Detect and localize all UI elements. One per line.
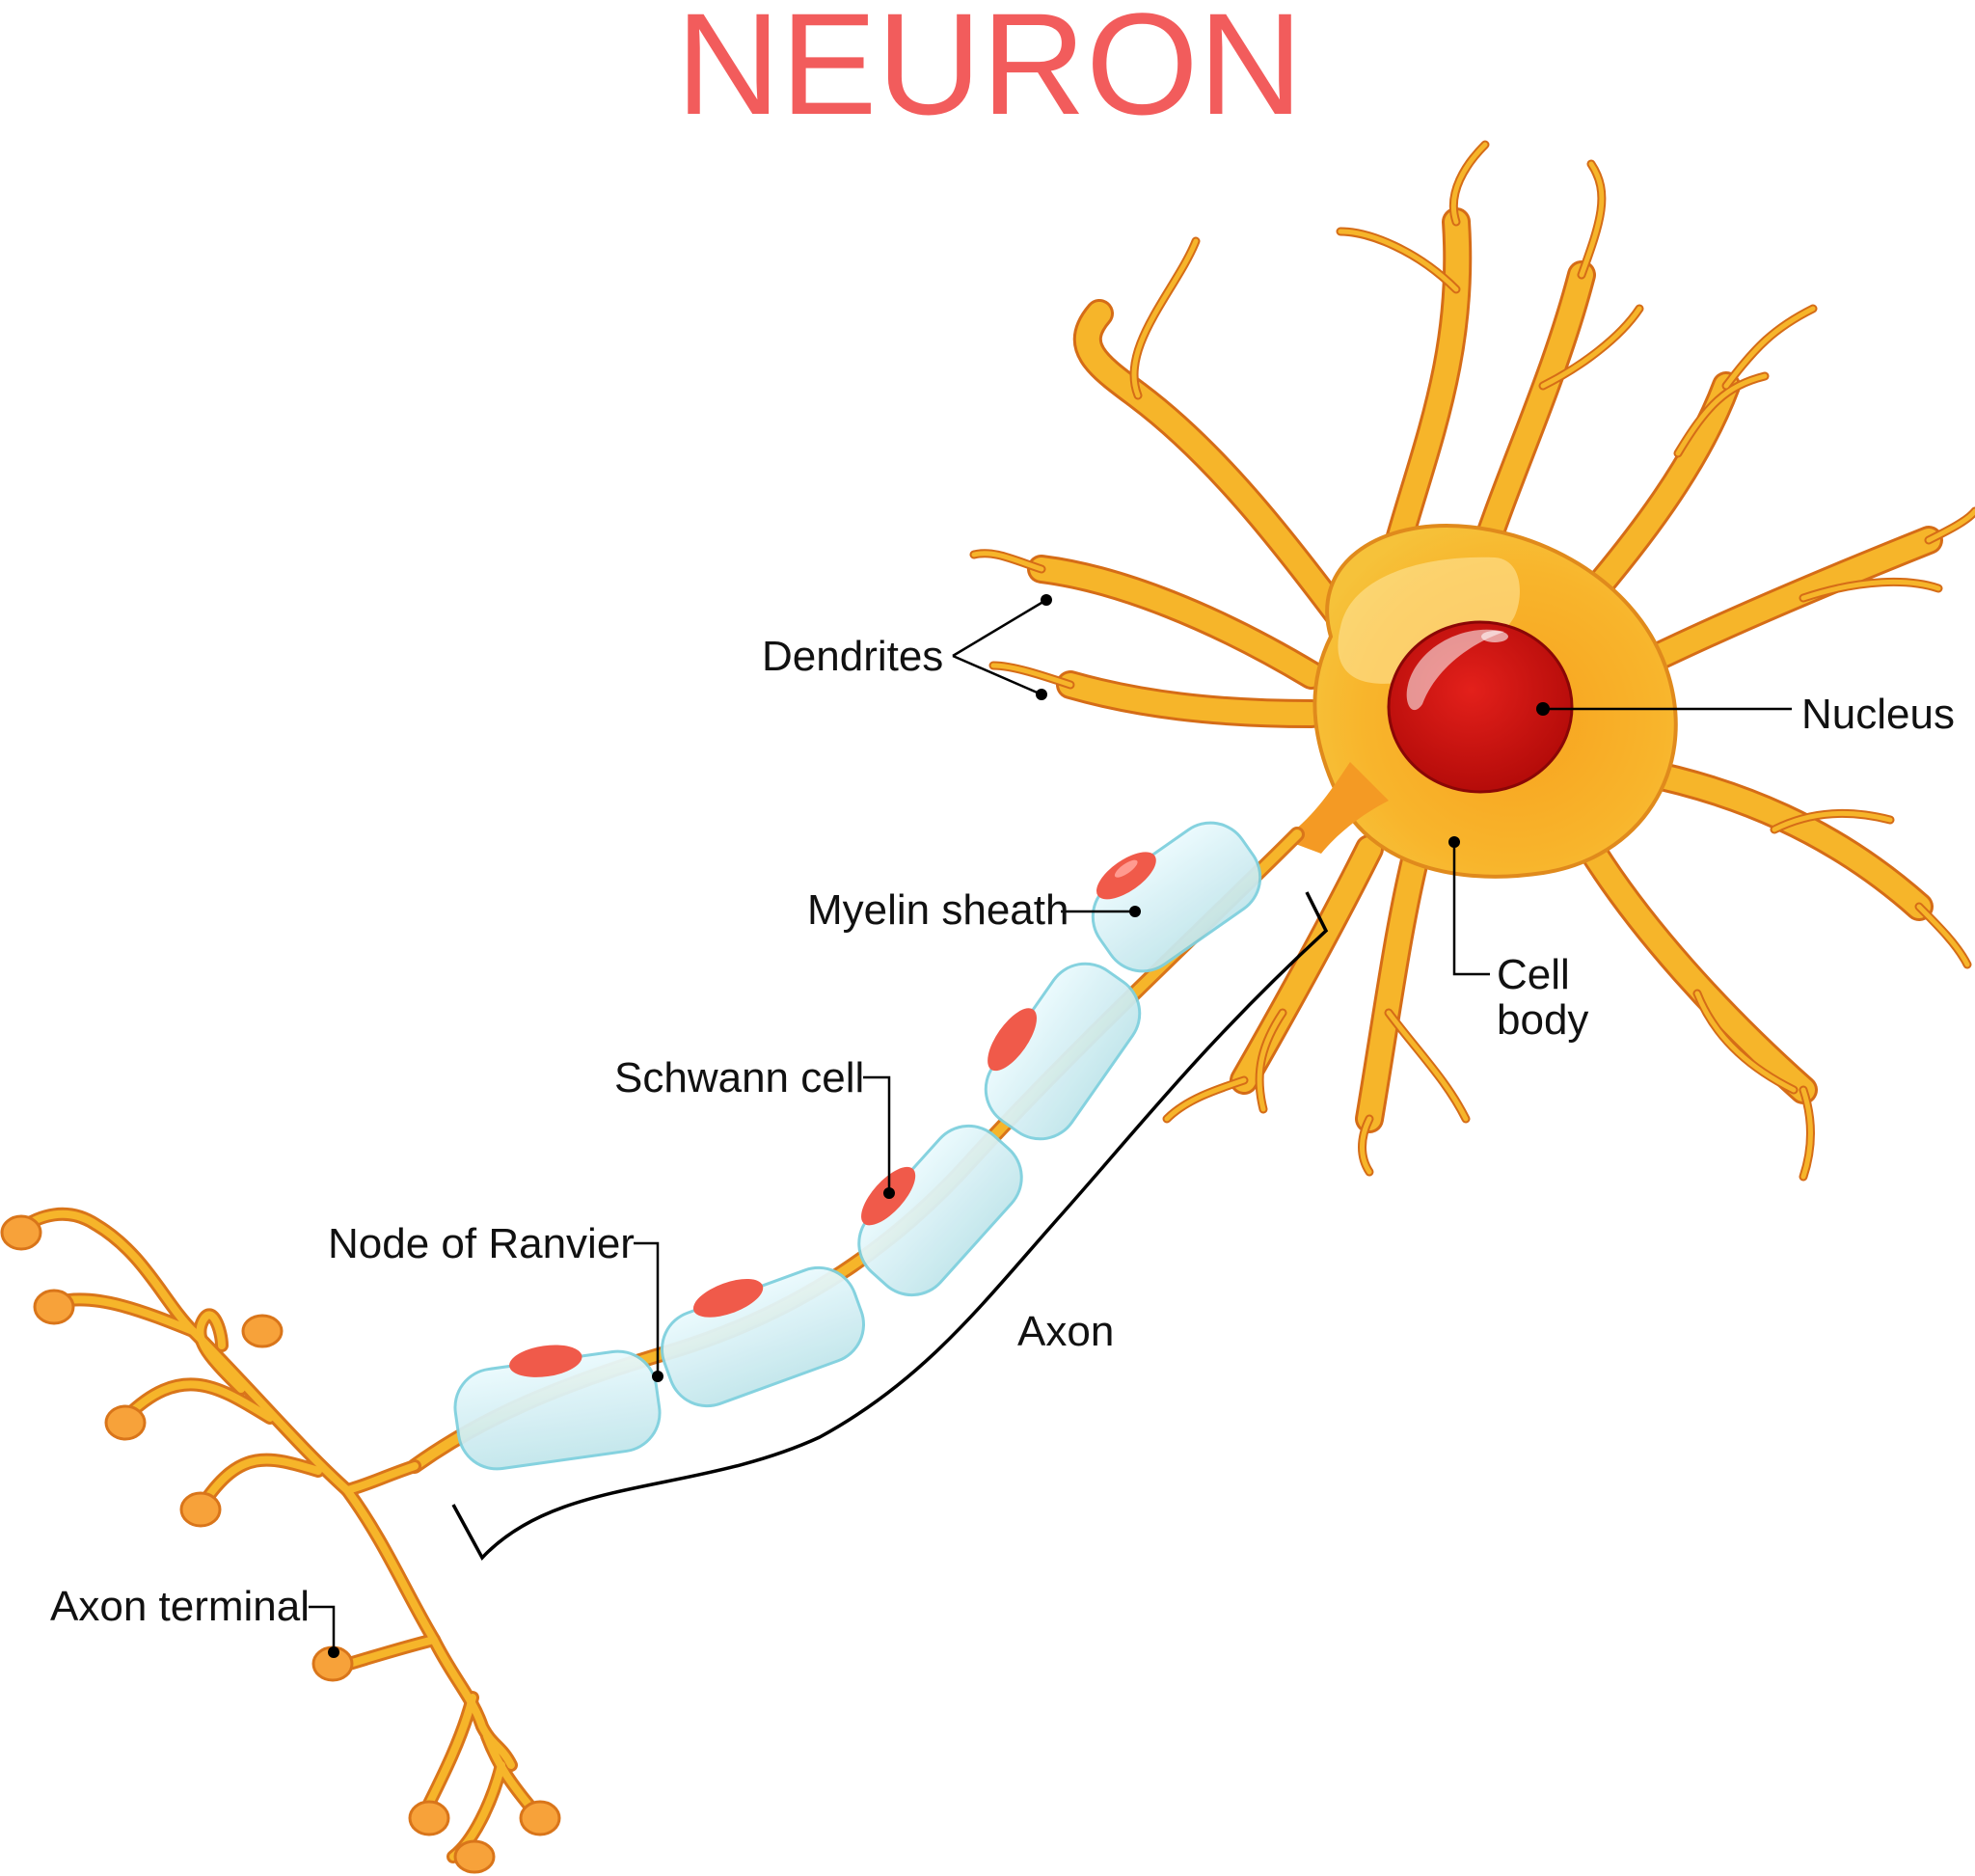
label-nucleus: Nucleus	[1801, 691, 1955, 738]
label-schwann-cell: Schwann cell	[614, 1054, 864, 1101]
terminal-bulb	[408, 1800, 450, 1836]
terminal-bulb	[179, 1491, 222, 1528]
label-axon-terminal: Axon terminal	[50, 1583, 310, 1630]
myelin-segment	[660, 1265, 866, 1408]
myelin-segments	[453, 821, 1262, 1471]
terminal-bulb	[104, 1404, 147, 1441]
label-cell-body-line2: body	[1497, 996, 1588, 1044]
diagram-title: NEURON	[676, 0, 1303, 145]
nucleus-shape	[1387, 620, 1574, 794]
label-node-of-ranvier: Node of Ranvier	[328, 1220, 635, 1267]
terminal-bulb	[453, 1839, 496, 1874]
leader-lines	[309, 594, 1792, 1658]
myelin-segment	[984, 962, 1142, 1141]
label-myelin-sheath: Myelin sheath	[807, 886, 1069, 934]
labels: Dendrites Nucleus Myelin sheath Cell bod…	[50, 633, 1955, 1630]
axon-terminal-branches	[0, 1207, 561, 1874]
label-axon: Axon	[1017, 1308, 1114, 1355]
myelin-segment	[453, 1345, 662, 1471]
terminal-bulb	[519, 1800, 561, 1836]
terminal-bulb	[33, 1289, 75, 1325]
dendrites-group	[969, 140, 1975, 1182]
terminal-bulb	[0, 1214, 42, 1251]
label-dendrites: Dendrites	[762, 633, 943, 680]
label-cell-body-line1: Cell	[1497, 951, 1570, 998]
terminal-bulb	[241, 1314, 284, 1348]
axon-bracket	[451, 891, 1329, 1561]
myelin-segment	[1091, 821, 1262, 973]
